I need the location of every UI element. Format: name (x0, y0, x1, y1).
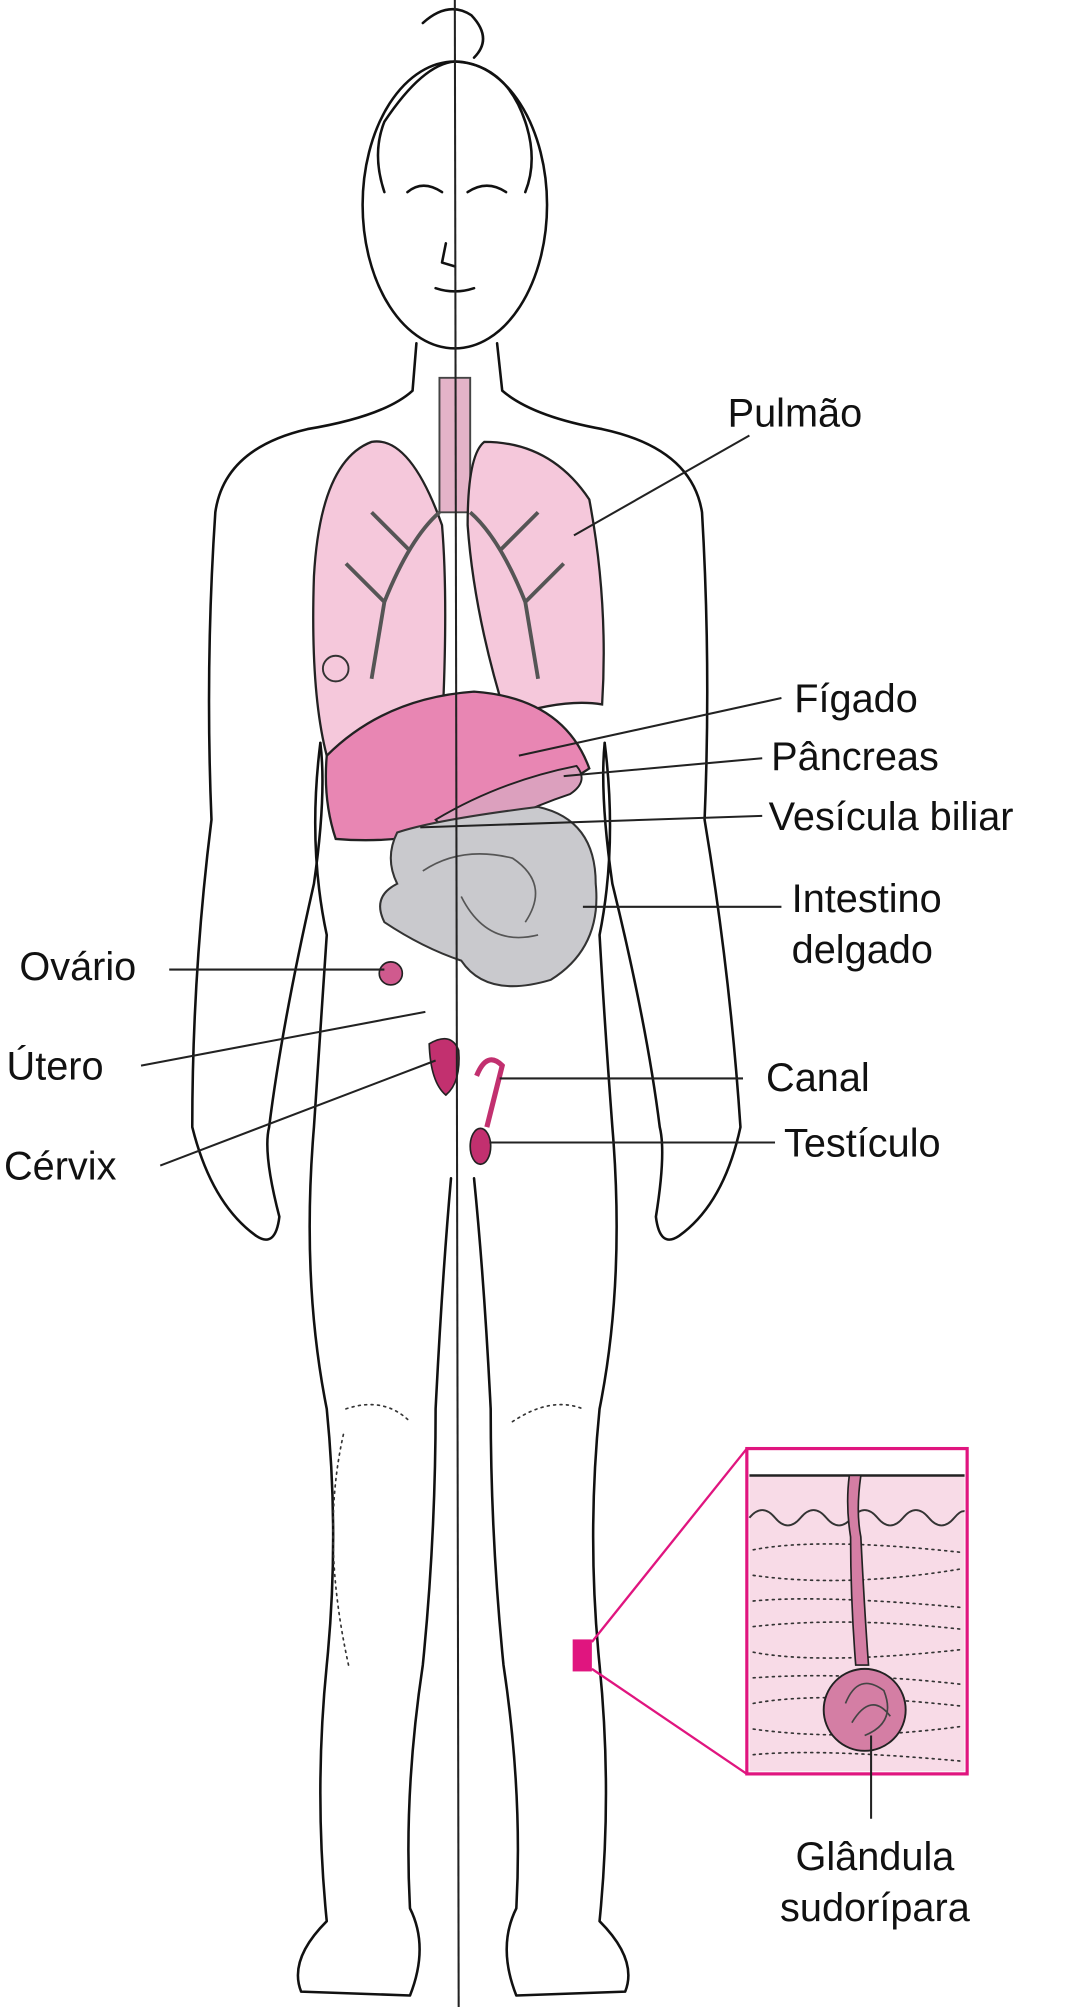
testicle (469, 1127, 492, 1166)
right-lung (466, 440, 605, 719)
midline-divider (453, 0, 460, 2007)
label-testicle: Testículo (784, 1122, 941, 1166)
leader-lines (140, 434, 873, 1819)
skin-sample-marker (572, 1639, 592, 1672)
skin-inset (745, 1446, 969, 1776)
label-gallbladder: Vesícula biliar (769, 795, 1014, 839)
label-sweat-gland-1: Glândula (795, 1835, 955, 1879)
label-cervix: Cérvix (4, 1145, 117, 1189)
canal (474, 1057, 506, 1128)
small-intestine (379, 805, 598, 988)
label-liver: Fígado (794, 677, 918, 721)
label-lung: Pulmão (728, 392, 863, 436)
label-sweat-gland-2: sudorípara (780, 1886, 971, 1930)
label-pancreas: Pâncreas (771, 735, 939, 779)
sweat-gland (846, 1474, 870, 1666)
label-canal: Canal (766, 1056, 870, 1100)
label-ovary: Ovário (19, 945, 136, 989)
label-small-intestine-2: delgado (792, 928, 933, 972)
uterus (428, 1037, 460, 1097)
ovary (378, 961, 404, 986)
label-uterus: Útero (7, 1045, 104, 1089)
label-small-intestine-1: Intestino (792, 877, 942, 921)
body-outline (190, 7, 742, 1997)
